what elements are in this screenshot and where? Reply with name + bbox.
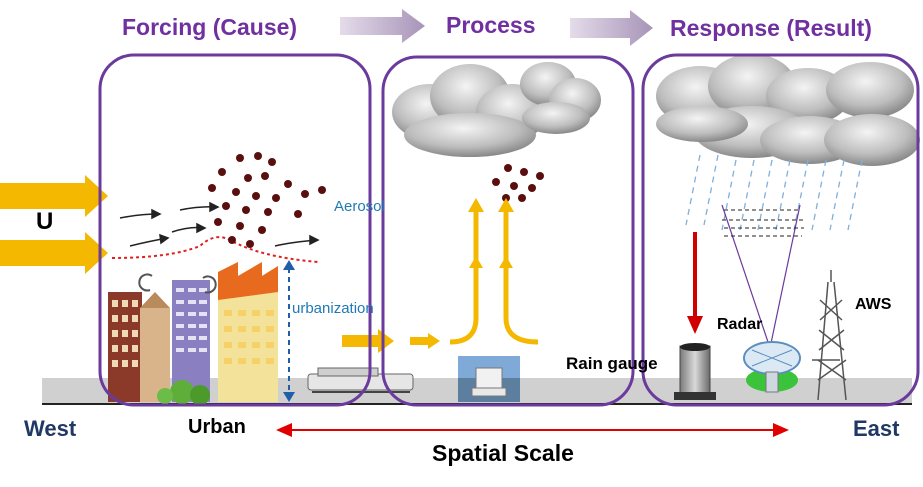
updraft-arrows: [449, 210, 539, 345]
west-label: West: [24, 416, 77, 441]
rain-gauge-instrument: [674, 343, 716, 400]
urban-buildings: [108, 262, 278, 405]
aerosol-particles: [208, 152, 326, 248]
wind-streamlines: [119, 201, 320, 247]
radar-beam-levels: [722, 209, 806, 237]
header-forcing: Forcing (Cause): [122, 14, 298, 40]
aws-tower: [812, 270, 847, 401]
updraft-arrowheads: [468, 198, 514, 268]
wind-arrows: [0, 175, 108, 274]
aws-label: AWS: [855, 296, 892, 313]
advection-arrows: [342, 329, 440, 353]
lidar-instrument-photo: [458, 356, 520, 402]
urbanization-label: urbanization: [292, 300, 374, 317]
radar-dish: [743, 341, 801, 393]
response-clouds: [656, 54, 920, 166]
wind-label: U: [36, 208, 54, 235]
radar-beam: [721, 204, 801, 349]
urbanization-height-arrow: [283, 260, 295, 402]
process-cloud: [392, 62, 601, 157]
header-process: Process: [446, 12, 536, 38]
aerosol-label: Aerosol: [334, 198, 385, 215]
spatial-scale-arrow: [276, 423, 789, 437]
header-response: Response (Result): [670, 15, 872, 41]
header-arrow-2: [570, 10, 653, 46]
rain-streaks: [685, 154, 863, 231]
spatial-scale-label: Spatial Scale: [432, 440, 574, 466]
urban-boundary-layer: [111, 236, 319, 263]
ceilometer-instrument: [307, 367, 414, 393]
urban-label: Urban: [188, 416, 246, 438]
process-aerosol: [492, 164, 544, 202]
panels: [98, 53, 920, 407]
header-arrow-1: [340, 9, 425, 43]
rain-gauge-label: Rain gauge: [566, 354, 658, 373]
radar-label: Radar: [717, 316, 763, 333]
rain-gauge-arrow: [687, 232, 703, 334]
east-label: East: [853, 416, 900, 441]
